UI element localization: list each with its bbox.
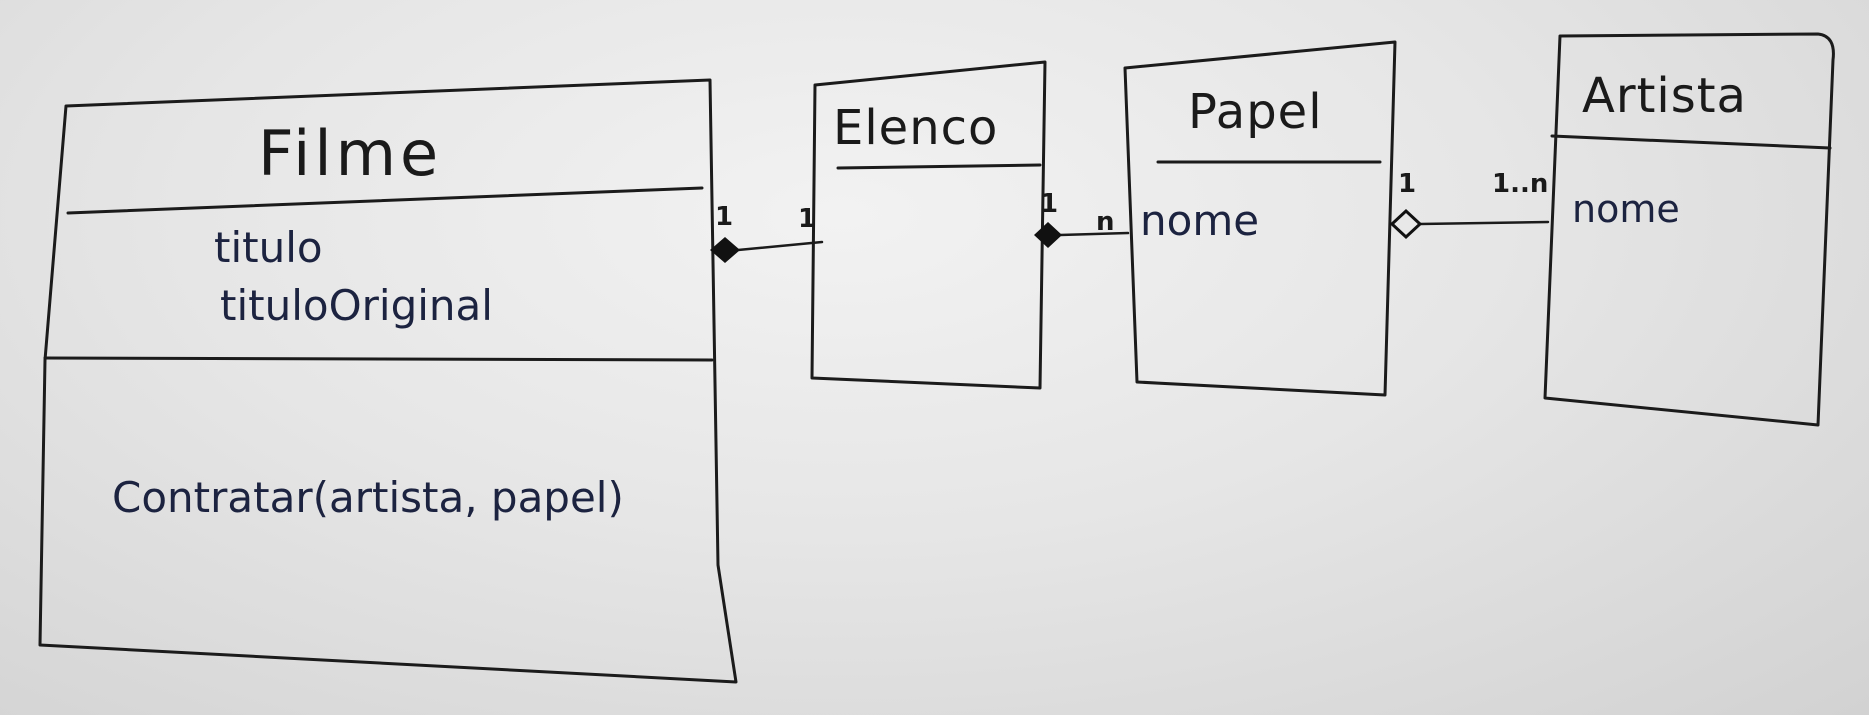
composition-diamond-icon xyxy=(710,237,740,263)
relation-papel-artista-mult-from: 1 xyxy=(1398,169,1416,199)
relation-filme-elenco-mult-to: 1 xyxy=(798,204,816,234)
class-filme-attr-1: titulo xyxy=(214,223,323,272)
class-filme-divider-attrs xyxy=(43,356,714,362)
class-filme-box xyxy=(38,78,738,684)
relation-papel-artista: 1 1..n xyxy=(1389,169,1550,240)
class-filme-attr-2: tituloOriginal xyxy=(220,281,493,330)
relation-filme-elenco: 1 1 xyxy=(710,202,824,263)
relation-elenco-papel-mult-from: 1 xyxy=(1040,189,1058,219)
class-papel-box xyxy=(1123,40,1397,397)
class-filme-divider-name xyxy=(66,186,704,215)
class-papel: Papel nome xyxy=(1123,40,1397,397)
class-elenco-divider-name xyxy=(836,163,1042,170)
aggregation-diamond-icon xyxy=(1389,208,1423,240)
relation-filme-elenco-mult-from: 1 xyxy=(715,202,733,232)
relation-papel-artista-mult-to: 1..n xyxy=(1492,169,1548,199)
class-artista: Artista nome xyxy=(1543,32,1835,427)
class-elenco: Elenco xyxy=(810,60,1047,390)
class-papel-name: Papel xyxy=(1188,84,1323,140)
class-artista-box xyxy=(1543,32,1835,427)
class-elenco-box xyxy=(810,60,1047,390)
class-artista-name: Artista xyxy=(1582,68,1747,124)
relation-filme-elenco-line xyxy=(736,240,824,252)
relation-elenco-papel-mult-to: n xyxy=(1096,207,1115,237)
relation-elenco-papel-line xyxy=(1058,231,1130,237)
class-papel-attr-1: nome xyxy=(1140,196,1259,245)
relation-elenco-papel: 1 n xyxy=(1034,189,1130,248)
class-artista-attr-1: nome xyxy=(1572,187,1680,231)
composition-diamond-icon xyxy=(1034,222,1062,248)
class-filme-name: Filme xyxy=(258,117,442,190)
class-elenco-name: Elenco xyxy=(833,100,998,156)
class-filme-method-1: Contratar(artista, papel) xyxy=(112,473,624,522)
class-filme: Filme titulo tituloOriginal Contratar(ar… xyxy=(38,78,738,684)
relation-papel-artista-line xyxy=(1418,220,1550,226)
class-artista-divider-name xyxy=(1550,134,1832,150)
